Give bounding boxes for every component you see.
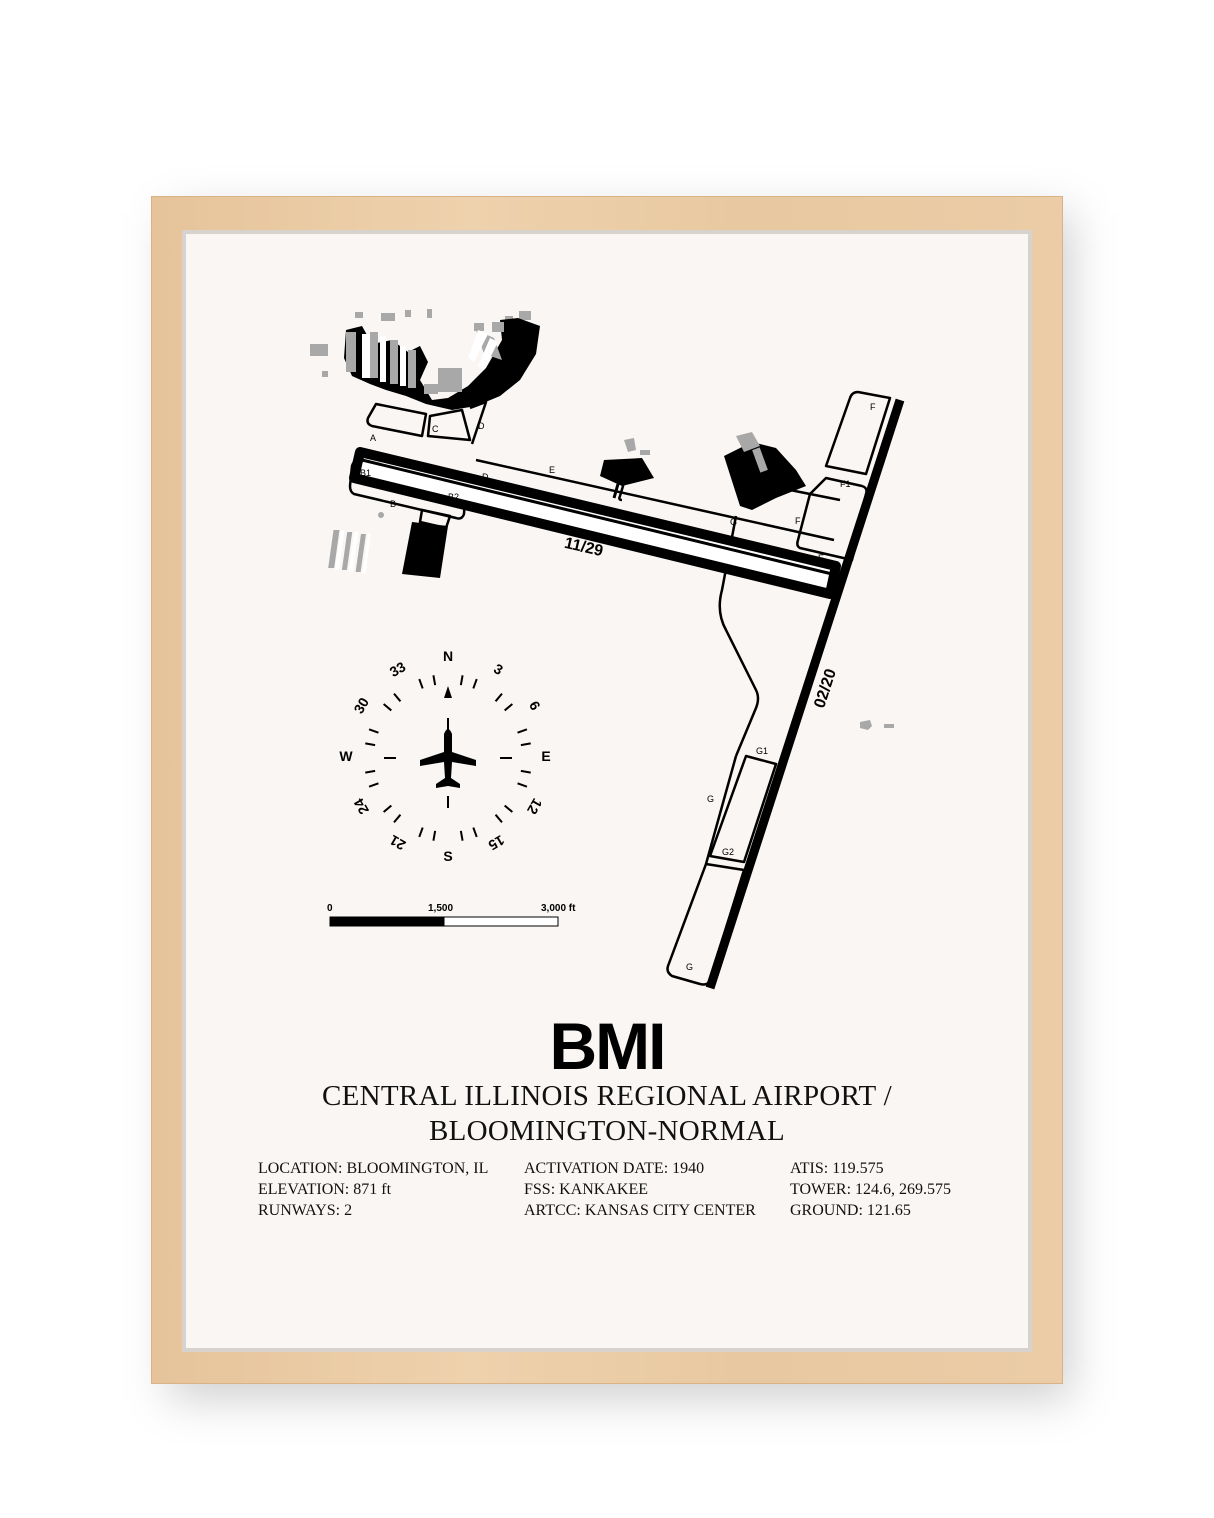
- scale-bar: 0 1,500 3,000 ft: [327, 903, 576, 927]
- compass-tick: [432, 830, 437, 841]
- taxiway-label-g1: G1: [756, 746, 768, 756]
- compass-tick: [517, 782, 528, 788]
- info-column-1: LOCATION: BLOOMINGTON, IL ELEVATION: 871…: [258, 1158, 488, 1221]
- runway-02-20: [705, 398, 905, 990]
- compass-center: [384, 686, 512, 808]
- taxiway-label-d: D: [478, 421, 485, 431]
- compass-tick: [520, 769, 531, 774]
- compass-tick: [517, 728, 528, 734]
- info-fss: FSS: KANKAKEE: [524, 1181, 649, 1198]
- east-apron: [600, 432, 806, 510]
- info-atis: ATIS: 119.575: [790, 1160, 884, 1177]
- compass-n: N: [443, 648, 453, 664]
- taxiway-label-f: F: [795, 516, 801, 526]
- info-elevation: ELEVATION: 871 ft: [258, 1181, 392, 1198]
- north-arrow-icon: [444, 686, 452, 698]
- compass-tick: [459, 675, 464, 686]
- airplane-icon: [420, 729, 476, 788]
- compass-tick: [418, 678, 424, 689]
- compass-w: W: [339, 748, 353, 764]
- compass-24: 24: [350, 796, 372, 818]
- compass-12: 12: [524, 796, 546, 818]
- compass-tick: [383, 703, 392, 712]
- info-ground: GROUND: 121.65: [790, 1202, 911, 1219]
- taxiway-label-g: G: [707, 794, 714, 804]
- taxiway-label-d: D: [482, 472, 489, 482]
- taxiways: [348, 390, 892, 986]
- taxiway-label-g2: G2: [722, 847, 734, 857]
- taxiway-labels: A C D B1 D B B2 E G F F1 F E G1 G G2 G: [360, 402, 876, 972]
- airport-name-line1: CENTRAL ILLINOIS REGIONAL AIRPORT /: [322, 1080, 892, 1112]
- compass-labels: N E S W 3 6 12 15 21 24 30 33: [339, 648, 550, 864]
- compass-tick: [418, 827, 424, 838]
- compass-e: E: [541, 748, 550, 764]
- taxiway-label-b: B: [390, 499, 396, 509]
- compass-30: 30: [350, 695, 372, 717]
- compass-15: 15: [486, 832, 508, 854]
- compass-21: 21: [387, 832, 409, 854]
- scale-label-0: 0: [327, 903, 333, 914]
- info-activation-date: ACTIVATION DATE: 1940: [524, 1160, 705, 1177]
- compass-3: 3: [491, 660, 506, 678]
- compass-tick: [365, 742, 376, 747]
- info-column-2: ACTIVATION DATE: 1940 FSS: KANKAKEE ARTC…: [524, 1158, 756, 1221]
- outbuildings: [310, 309, 894, 730]
- compass-tick: [432, 675, 437, 686]
- compass-33: 33: [387, 658, 409, 680]
- taxiway-label-b1: B1: [360, 468, 371, 478]
- compass-tick: [494, 693, 503, 702]
- compass-tick: [504, 804, 513, 813]
- compass-tick: [393, 814, 402, 823]
- taxiway-label-f: F: [870, 402, 876, 412]
- scale-label-mid: 1,500: [428, 903, 453, 914]
- compass-rose: [365, 675, 531, 841]
- info-location: LOCATION: BLOOMINGTON, IL: [258, 1160, 489, 1177]
- taxiway-label-g: G: [730, 517, 737, 527]
- compass-tick: [365, 769, 376, 774]
- taxiway-label-a: A: [370, 433, 376, 443]
- scale-label-max: 3,000 ft: [541, 903, 576, 914]
- sw-apron: [328, 522, 448, 578]
- info-runways: RUNWAYS: 2: [258, 1202, 353, 1219]
- compass-tick: [393, 693, 402, 702]
- compass-tick: [494, 814, 503, 823]
- taxiway-label-g: G: [686, 962, 693, 972]
- compass-s: S: [443, 848, 452, 864]
- taxiway-label-e: E: [549, 465, 555, 475]
- info-artcc: ARTCC: KANSAS CITY CENTER: [524, 1202, 756, 1219]
- taxiway-label-b2: B2: [448, 492, 459, 502]
- taxiway-label-e: E: [818, 553, 824, 563]
- main-apron: [344, 318, 540, 410]
- taxiway-label-f1: F1: [840, 479, 851, 489]
- compass-tick: [368, 728, 379, 734]
- compass-tick: [520, 742, 531, 747]
- compass-tick: [472, 827, 478, 838]
- runway-11-29: [349, 447, 841, 599]
- taxiway-label-c: C: [432, 424, 439, 434]
- compass-tick: [368, 782, 379, 788]
- info-tower: TOWER: 124.6, 269.575: [790, 1181, 952, 1198]
- compass-6: 6: [526, 698, 544, 713]
- compass-tick: [472, 678, 478, 689]
- compass-tick: [383, 804, 392, 813]
- airport-name-line2: BLOOMINGTON-NORMAL: [428, 1115, 786, 1147]
- info-column-3: ATIS: 119.575 TOWER: 124.6, 269.575 GROU…: [790, 1158, 951, 1221]
- compass-tick: [504, 703, 513, 712]
- compass-tick: [459, 830, 464, 841]
- poster-paper: [186, 234, 1028, 1348]
- airport-code: BMI: [549, 1009, 667, 1083]
